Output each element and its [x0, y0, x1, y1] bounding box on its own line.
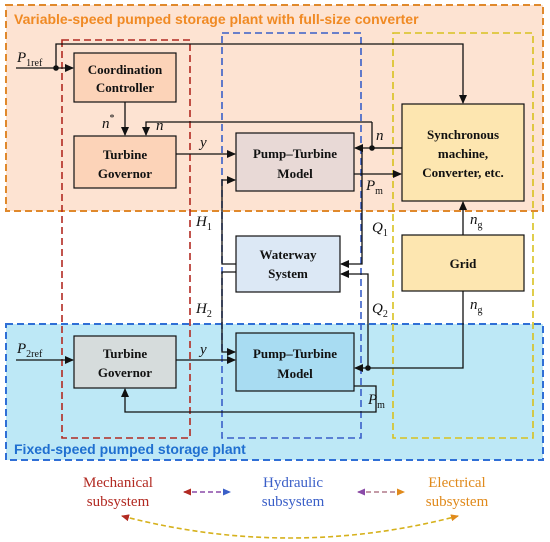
svg-text:Waterway: Waterway	[259, 247, 317, 262]
svg-text:Model: Model	[277, 366, 313, 381]
svg-text:System: System	[268, 266, 308, 281]
mech-ele-arc	[121, 514, 459, 539]
svg-text:Governor: Governor	[98, 166, 152, 181]
legend-electrical-sub: subsystem	[426, 494, 489, 510]
turbine-governor-top-block: Turbine Governor	[73, 135, 177, 189]
synchronous-machine-block: Synchronous machine, Converter, etc.	[401, 103, 525, 202]
electrical-subsystem-box	[392, 32, 534, 439]
pump-turbine-bottom-block: Pump–Turbine Model	[235, 332, 355, 392]
legend-electrical: Electrical	[428, 475, 485, 491]
legend: Mechanical subsystem Hydraulic subsystem…	[83, 475, 489, 539]
signal-labels: P1ref P2ref n* n y n Pm H1 Q1 H2 Q2 ng n…	[16, 50, 483, 411]
svg-text:Controller: Controller	[96, 80, 154, 95]
mechanical-subsystem-box	[61, 39, 191, 439]
svg-text:Pump–Turbine: Pump–Turbine	[253, 346, 337, 361]
label-h2: H2	[195, 301, 212, 320]
svg-text:Coordination: Coordination	[88, 62, 163, 77]
svg-text:Converter, etc.: Converter, etc.	[422, 165, 503, 180]
pump-turbine-top-block: Pump–Turbine Model	[235, 132, 355, 192]
svg-text:Grid: Grid	[450, 256, 477, 271]
label-n-top: n	[376, 128, 384, 144]
svg-text:Governor: Governor	[98, 365, 152, 380]
connections	[16, 43, 467, 413]
label-p1ref: P1ref	[16, 50, 43, 69]
grid-block: Grid	[401, 234, 525, 292]
legend-hydraulic-sub: subsystem	[262, 494, 325, 510]
waterway-system-block: Waterway System	[235, 235, 341, 293]
label-nstar: n*	[102, 113, 115, 132]
svg-text:Synchronous: Synchronous	[427, 127, 499, 142]
legend-mechanical-sub: subsystem	[87, 494, 150, 510]
legend-hydraulic: Hydraulic	[263, 475, 323, 491]
svg-text:Model: Model	[277, 166, 313, 181]
label-q1: Q1	[372, 220, 388, 239]
label-p2ref: P2ref	[16, 341, 43, 360]
svg-text:machine,: machine,	[438, 146, 488, 161]
label-n-governor: n	[156, 118, 164, 134]
label-pm-bottom: Pm	[367, 392, 385, 411]
label-ng-top: ng	[470, 212, 483, 231]
label-q2: Q2	[372, 301, 388, 320]
svg-text:Pump–Turbine: Pump–Turbine	[253, 146, 337, 161]
svg-text:Turbine: Turbine	[103, 346, 148, 361]
fixed-region-title: Fixed-speed pumped storage plant	[14, 441, 246, 457]
label-y-top: y	[198, 135, 207, 151]
label-h1: H1	[195, 214, 212, 233]
label-ng-bottom: ng	[470, 297, 483, 316]
label-y-bottom: y	[198, 342, 207, 358]
label-pm-top: Pm	[365, 178, 383, 197]
legend-mechanical: Mechanical	[83, 475, 153, 491]
variable-region-title: Variable-speed pumped storage plant with…	[14, 11, 419, 27]
svg-text:Turbine: Turbine	[103, 147, 148, 162]
turbine-governor-bottom-block: Turbine Governor	[73, 335, 177, 389]
coordination-controller-block: Coordination Controller	[73, 52, 177, 103]
